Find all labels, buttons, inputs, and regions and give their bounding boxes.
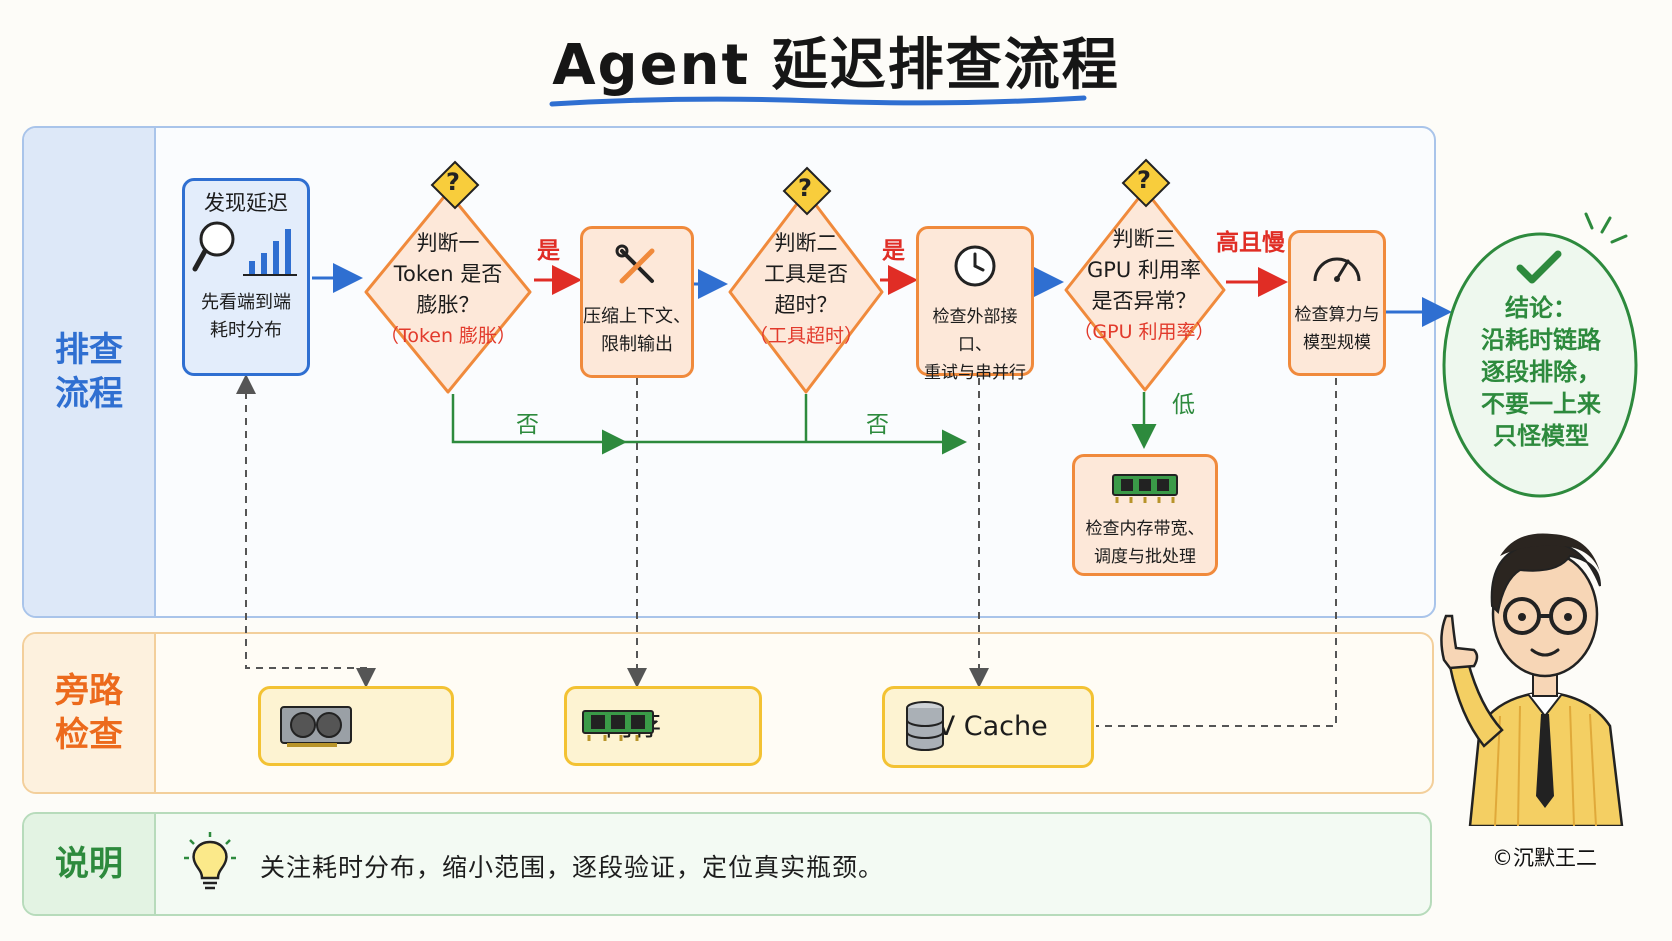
action1-line2: 限制输出 bbox=[601, 334, 673, 355]
decision1-mark: ? bbox=[446, 168, 460, 196]
action3-line1: 检查算力与 bbox=[1294, 305, 1380, 325]
edge-action3-to-kv bbox=[1096, 378, 1337, 727]
decision3-shape bbox=[1064, 188, 1226, 392]
flow-section-label: 排查流程 bbox=[24, 128, 156, 616]
copyright: ©沉默王二 bbox=[1492, 846, 1597, 870]
memory-chip-icon bbox=[582, 710, 654, 741]
edge-label-no2: 否 bbox=[866, 412, 889, 438]
speedometer-icon bbox=[1313, 257, 1361, 282]
sparkle-lines-icon bbox=[1584, 212, 1628, 244]
start-desc-1: 先看端到端 bbox=[201, 292, 291, 313]
edge-label-high-slow: 高且慢 bbox=[1216, 230, 1285, 256]
start-node: 发现延迟 先看端到端 耗时分布 bbox=[182, 178, 310, 376]
edge-no2 bbox=[622, 394, 967, 455]
start-desc-2: 耗时分布 bbox=[210, 320, 282, 341]
action-low-line2: 调度与批处理 bbox=[1094, 547, 1196, 567]
decision3-sub: （GPU 利用率） bbox=[1073, 321, 1215, 343]
conclusion-line1: 结论： bbox=[1505, 294, 1577, 322]
bypass-section-label: 旁路检查 bbox=[24, 634, 156, 792]
clock-icon bbox=[954, 245, 996, 287]
magnifier-chart-icon bbox=[192, 221, 297, 276]
decision3-label: 判断三 GPU 利用率 是否异常？ （GPU 利用率） bbox=[1068, 224, 1220, 348]
decision2-label: 判断二 工具是否 超时？ （工具超时） bbox=[730, 228, 882, 352]
decision3-line1: 判断三 bbox=[1112, 227, 1176, 251]
conclusion-line3: 逐段排除， bbox=[1481, 358, 1601, 386]
presenter-illustration bbox=[1440, 533, 1624, 826]
edge-label-yes1: 是 bbox=[537, 238, 560, 264]
edge-no1 bbox=[451, 394, 627, 455]
decision2-line1: 判断二 bbox=[774, 231, 838, 255]
gpu-card-icon bbox=[280, 706, 352, 747]
question-badge-icon bbox=[782, 166, 832, 216]
tools-icon bbox=[615, 244, 655, 284]
note-text: 关注耗时分布，缩小范围，逐段验证，定位真实瓶颈。 bbox=[260, 853, 885, 882]
decision2-shape bbox=[728, 190, 884, 394]
conclusion-line2: 沿耗时链路 bbox=[1481, 326, 1601, 354]
edge-label-yes2: 是 bbox=[882, 238, 905, 264]
memory-chip-icon bbox=[1112, 474, 1178, 503]
decision2-mark: ? bbox=[798, 174, 812, 202]
start-title: 发现延迟 bbox=[204, 191, 288, 215]
action2-line2: 重试与串并行 bbox=[924, 363, 1026, 383]
decision1-line2: Token 是否 bbox=[393, 262, 503, 286]
decision1-line3: 膨胀？ bbox=[416, 293, 480, 317]
database-icon bbox=[906, 701, 944, 751]
decision2-line3: 超时？ bbox=[774, 293, 838, 317]
decision1-sub: （Token 膨胀） bbox=[379, 325, 517, 347]
action-low-line1: 检查内存带宽、 bbox=[1085, 519, 1205, 539]
conclusion-oval bbox=[1442, 232, 1638, 498]
title-underline bbox=[549, 95, 1087, 107]
decision2-sub: （工具超时） bbox=[748, 325, 863, 347]
action-low-node: 检查内存带宽、 调度与批处理 bbox=[1072, 454, 1218, 576]
bypass-kv: KV Cache bbox=[882, 686, 1094, 768]
decision1-line1: 判断一 bbox=[416, 231, 480, 255]
decision3-line3: 是否异常？ bbox=[1091, 289, 1197, 313]
conclusion-line4: 不要一上来 bbox=[1481, 390, 1601, 418]
decision2-line2: 工具是否 bbox=[764, 262, 848, 286]
bypass-vram: 显存 bbox=[258, 686, 454, 766]
edge-label-no1: 否 bbox=[516, 412, 539, 438]
conclusion-line5: 只怪模型 bbox=[1493, 422, 1589, 450]
action2-node: 检查外部接口、 重试与串并行 bbox=[916, 226, 1034, 383]
edge-start-to-vram bbox=[245, 392, 376, 688]
decision3-line2: GPU 利用率 bbox=[1087, 258, 1201, 282]
action2-line1: 检查外部接口、 bbox=[932, 307, 1018, 355]
action1-node: 压缩上下文、 限制输出 bbox=[580, 226, 694, 378]
question-badge-icon bbox=[1121, 158, 1171, 208]
action3-line2: 模型规模 bbox=[1303, 333, 1371, 353]
decision1-shape bbox=[364, 190, 532, 394]
page-title: Agent 延迟排查流程 bbox=[552, 33, 1120, 98]
question-badge-icon bbox=[430, 160, 480, 210]
note-section-label: 说明 bbox=[24, 814, 156, 914]
decision1-label: 判断一 Token 是否 膨胀？ （Token 膨胀） bbox=[372, 228, 524, 352]
bypass-panel: 旁路检查 bbox=[22, 632, 1434, 794]
action1-line1: 压缩上下文、 bbox=[583, 306, 691, 327]
note-panel: 说明 bbox=[22, 812, 1432, 916]
checkmark-icon bbox=[1516, 250, 1562, 284]
action3-node: 检查算力与 模型规模 bbox=[1288, 230, 1386, 376]
conclusion-text: 结论： 沿耗时链路 逐段排除， 不要一上来 只怪模型 bbox=[1446, 292, 1636, 452]
edge-label-low: 低 bbox=[1172, 392, 1195, 418]
decision3-mark: ? bbox=[1137, 166, 1151, 194]
lightbulb-icon bbox=[184, 832, 236, 890]
bypass-ram: 内存 bbox=[564, 686, 762, 766]
